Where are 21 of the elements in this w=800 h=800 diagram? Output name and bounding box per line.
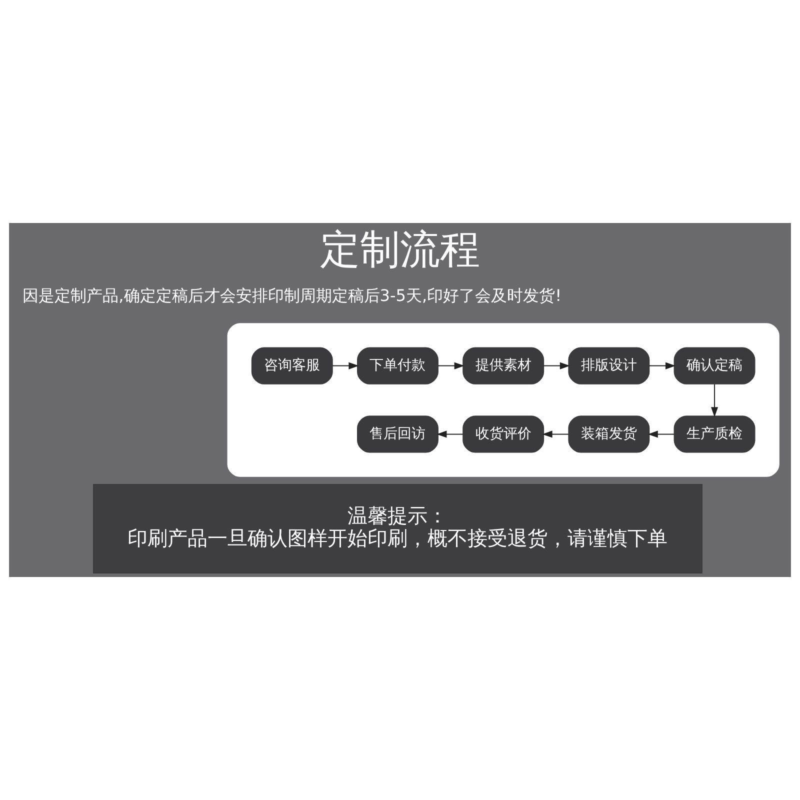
node-box: 提供素材 <box>462 347 544 384</box>
arrow <box>542 430 568 438</box>
node-box: 生产质检 <box>674 416 756 453</box>
arrow <box>436 430 463 438</box>
node-box: 收货评价 <box>462 416 544 453</box>
arrow <box>438 362 464 370</box>
node-box: 售后回访 <box>357 416 438 453</box>
node-box: 咨询客服 <box>251 347 333 384</box>
node-box: 确认定稿 <box>674 347 756 384</box>
node-box: 下单付款 <box>357 347 438 384</box>
arrow <box>332 362 359 370</box>
node-box: 温馨提示： 印刷产品一旦确认图样开始印刷，概不接受退货，请谨慎下单 <box>93 484 702 574</box>
node-box: 排版设计 <box>568 347 650 384</box>
arrow <box>649 362 676 370</box>
arrow <box>711 384 718 418</box>
arrow <box>544 362 570 370</box>
arrow <box>648 430 674 438</box>
diagram-title: 定制流程 <box>320 227 480 274</box>
cluster <box>227 323 780 477</box>
node-box: 装箱发货 <box>568 416 650 453</box>
label: 因是定制产品,确定定稿后才会安排印制周期定稿后3-5天,印好了会及时发货! <box>22 286 562 306</box>
